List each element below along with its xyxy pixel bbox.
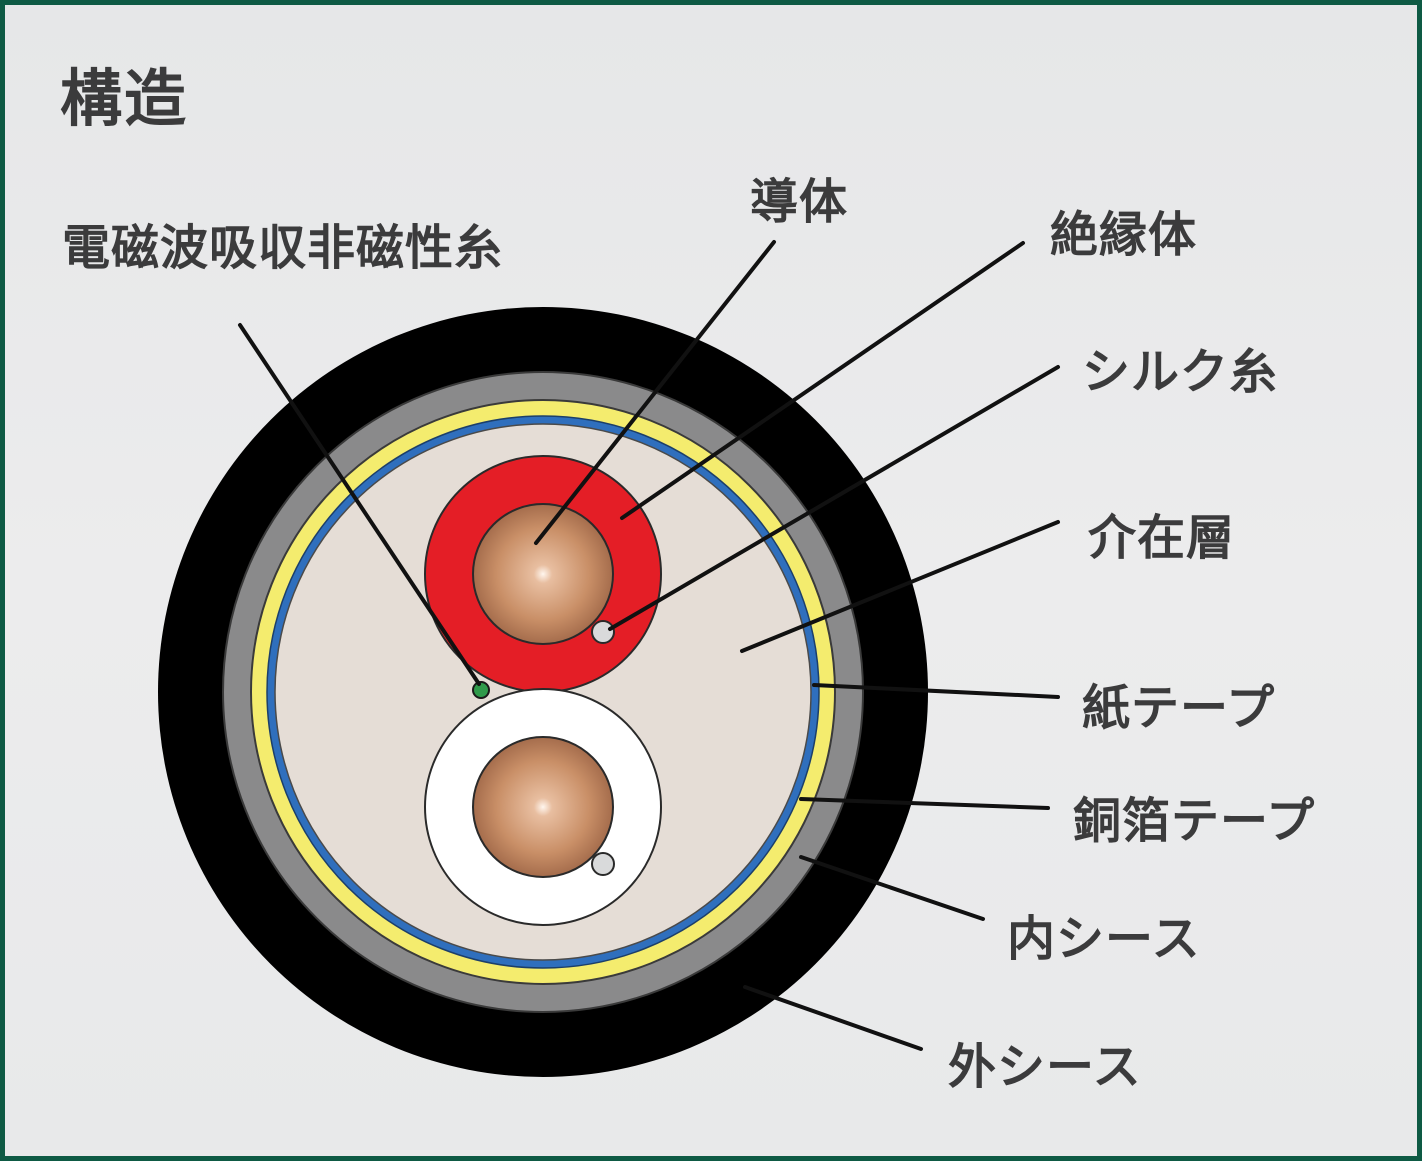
leader-insulator — [620, 241, 1025, 520]
label-copper-tape: 銅箔テープ — [1073, 793, 1316, 849]
conductor-bottom — [472, 736, 614, 878]
leader-outer-sheath — [743, 985, 923, 1051]
leader-inner-sheath — [799, 855, 985, 921]
label-inner-sheath: 内シース — [1007, 911, 1201, 967]
silk-thread-bottom — [591, 852, 615, 876]
leader-paper-tape — [812, 683, 1060, 699]
absorb-thread — [472, 681, 490, 699]
leader-copper-tape — [799, 797, 1050, 810]
page-title: 構造 — [60, 62, 189, 135]
silk-thread-top — [591, 620, 615, 644]
label-conductor: 導体 — [750, 174, 849, 230]
label-paper-tape: 紙テープ — [1082, 680, 1276, 736]
leader-absorb-thread — [238, 323, 481, 686]
label-absorb-thread: 電磁波吸収非磁性糸 — [62, 220, 504, 276]
label-silk-thread: シルク糸 — [1082, 344, 1279, 400]
label-outer-sheath: 外シース — [948, 1039, 1142, 1095]
conductor-top — [472, 503, 614, 645]
leader-conductor — [534, 240, 776, 545]
leader-filler — [740, 520, 1060, 653]
label-filler: 介在層 — [1088, 510, 1236, 566]
label-insulator: 絶縁体 — [1050, 207, 1198, 263]
leader-silk-thread — [608, 365, 1060, 631]
